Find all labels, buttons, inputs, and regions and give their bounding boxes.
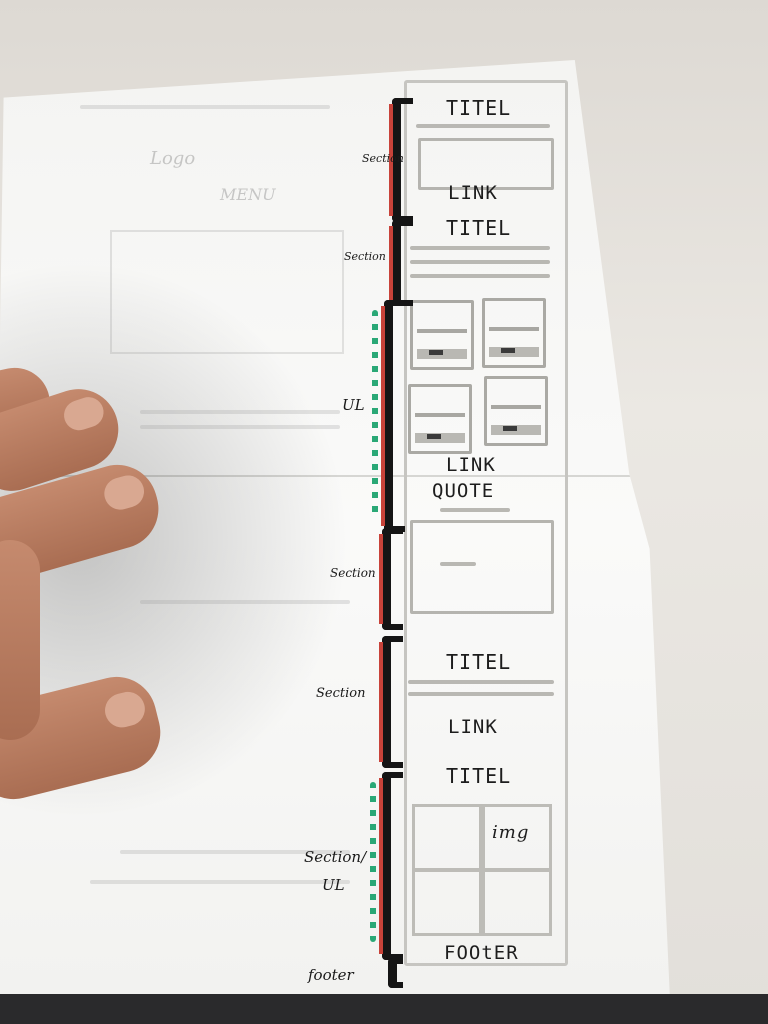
- label-section-3: Section: [330, 566, 376, 580]
- section-bracket-4: [379, 636, 403, 768]
- sketch-link-2: LINK: [446, 454, 496, 476]
- desk-edge: [0, 994, 768, 1024]
- sketch-line: [410, 274, 550, 278]
- ul-dotted-marker: [372, 310, 378, 520]
- footer-bracket: [388, 958, 403, 988]
- sketch-img-cell: [482, 868, 552, 936]
- sketch-title-4: TITEL: [446, 764, 512, 788]
- sketch-img-label: img: [492, 822, 530, 843]
- label-section-ul-line2: UL: [322, 876, 345, 894]
- sketch-title-3: TITEL: [446, 650, 512, 674]
- sketch-line: [410, 246, 550, 250]
- sketch-img-cell: [412, 868, 482, 936]
- sketch-link-1: LINK: [448, 182, 498, 204]
- label-section-2: Section: [344, 250, 386, 263]
- section-bracket-3: [379, 528, 403, 630]
- sketch-card: [408, 384, 472, 454]
- section-ul-bracket: [379, 772, 403, 960]
- sketch-quote: QUOTE: [432, 480, 495, 502]
- section-bracket-2: [389, 220, 413, 306]
- label-footer: footer: [308, 966, 354, 984]
- ghost-text-line: [140, 600, 350, 604]
- sketch-img-cell: [412, 804, 482, 872]
- sketch-footer: FOOtER: [444, 942, 519, 964]
- sketch-image-box: [418, 138, 554, 190]
- sketch-line: [410, 260, 550, 264]
- hand-palm-edge: [0, 540, 40, 740]
- label-section-1: Section: [362, 152, 404, 165]
- section-ul-dotted-marker: [370, 782, 376, 942]
- paper-fold: [0, 475, 670, 477]
- sketch-line: [440, 562, 476, 566]
- ghost-menu: MENU: [220, 185, 276, 204]
- sketch-banner-box: [410, 520, 554, 614]
- wireframe-column: [404, 80, 568, 966]
- ghost-title-line: [80, 105, 330, 109]
- sketch-link-3: LINK: [448, 716, 498, 738]
- sketch-card: [484, 376, 548, 446]
- label-section-ul-line1: Section/: [304, 848, 367, 866]
- sketch-card: [410, 300, 474, 370]
- sketch-title-1: TITEL: [446, 96, 512, 120]
- ghost-text-line: [140, 425, 340, 429]
- sketch-card: [482, 298, 546, 368]
- ul-bracket: [381, 300, 405, 532]
- sketch-line: [408, 692, 554, 696]
- ghost-hero-box: [110, 230, 344, 354]
- ghost-text-line: [140, 410, 340, 414]
- sketch-line: [440, 508, 510, 512]
- ghost-text-line: [120, 850, 350, 854]
- section-bracket-1: [389, 98, 413, 222]
- sketch-line: [408, 680, 554, 684]
- label-section-4: Section: [316, 686, 366, 701]
- sketch-line: [416, 124, 550, 128]
- ghost-text-line: [90, 880, 350, 884]
- ghost-logo: Logo: [150, 148, 196, 169]
- label-ul: UL: [342, 396, 365, 414]
- sketch-title-2: TITEL: [446, 216, 512, 240]
